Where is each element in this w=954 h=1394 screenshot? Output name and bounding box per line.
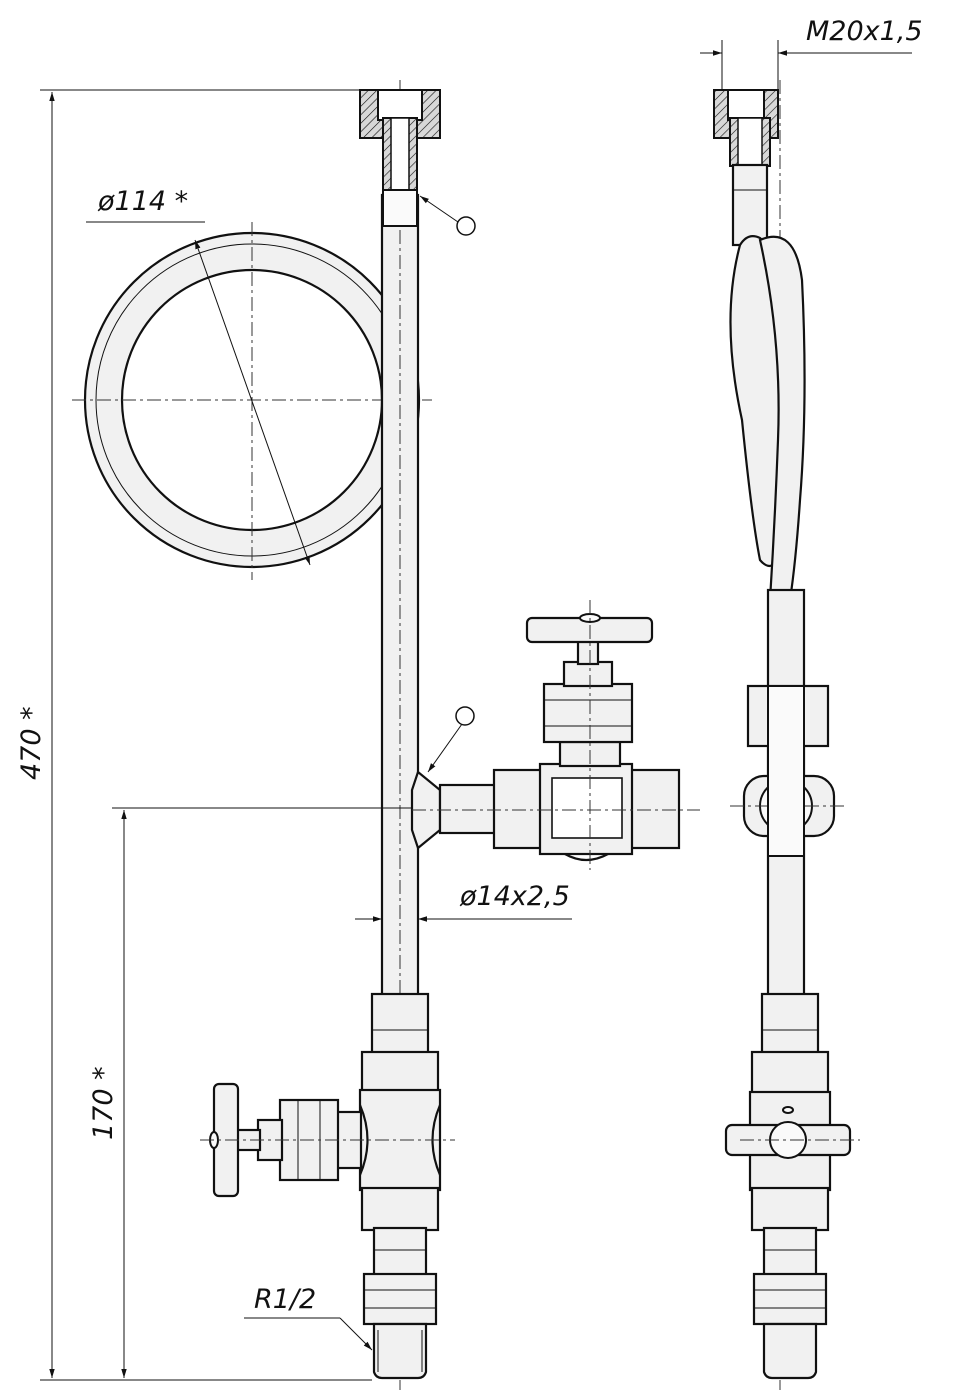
label-coil-diameter: ø114 * [97,186,188,217]
label-total-height: 470 * [16,706,47,780]
lower-assembly [200,992,455,1380]
top-union-nut [359,89,441,227]
label-lower-height: 170 * [88,1066,119,1140]
side-lower-assembly [724,992,860,1380]
label-tube-size: ø14x2,5 [459,881,570,912]
dimension-lines [40,40,912,1381]
side-valve-end [730,684,845,857]
label-thread-top: M20x1,5 [806,16,923,47]
side-coil [729,235,806,602]
label-pipe-thread: R1/2 [254,1284,316,1315]
side-top-nut [713,89,779,167]
side-view [713,80,860,1390]
front-view [72,80,700,1390]
side-valve [410,600,700,870]
